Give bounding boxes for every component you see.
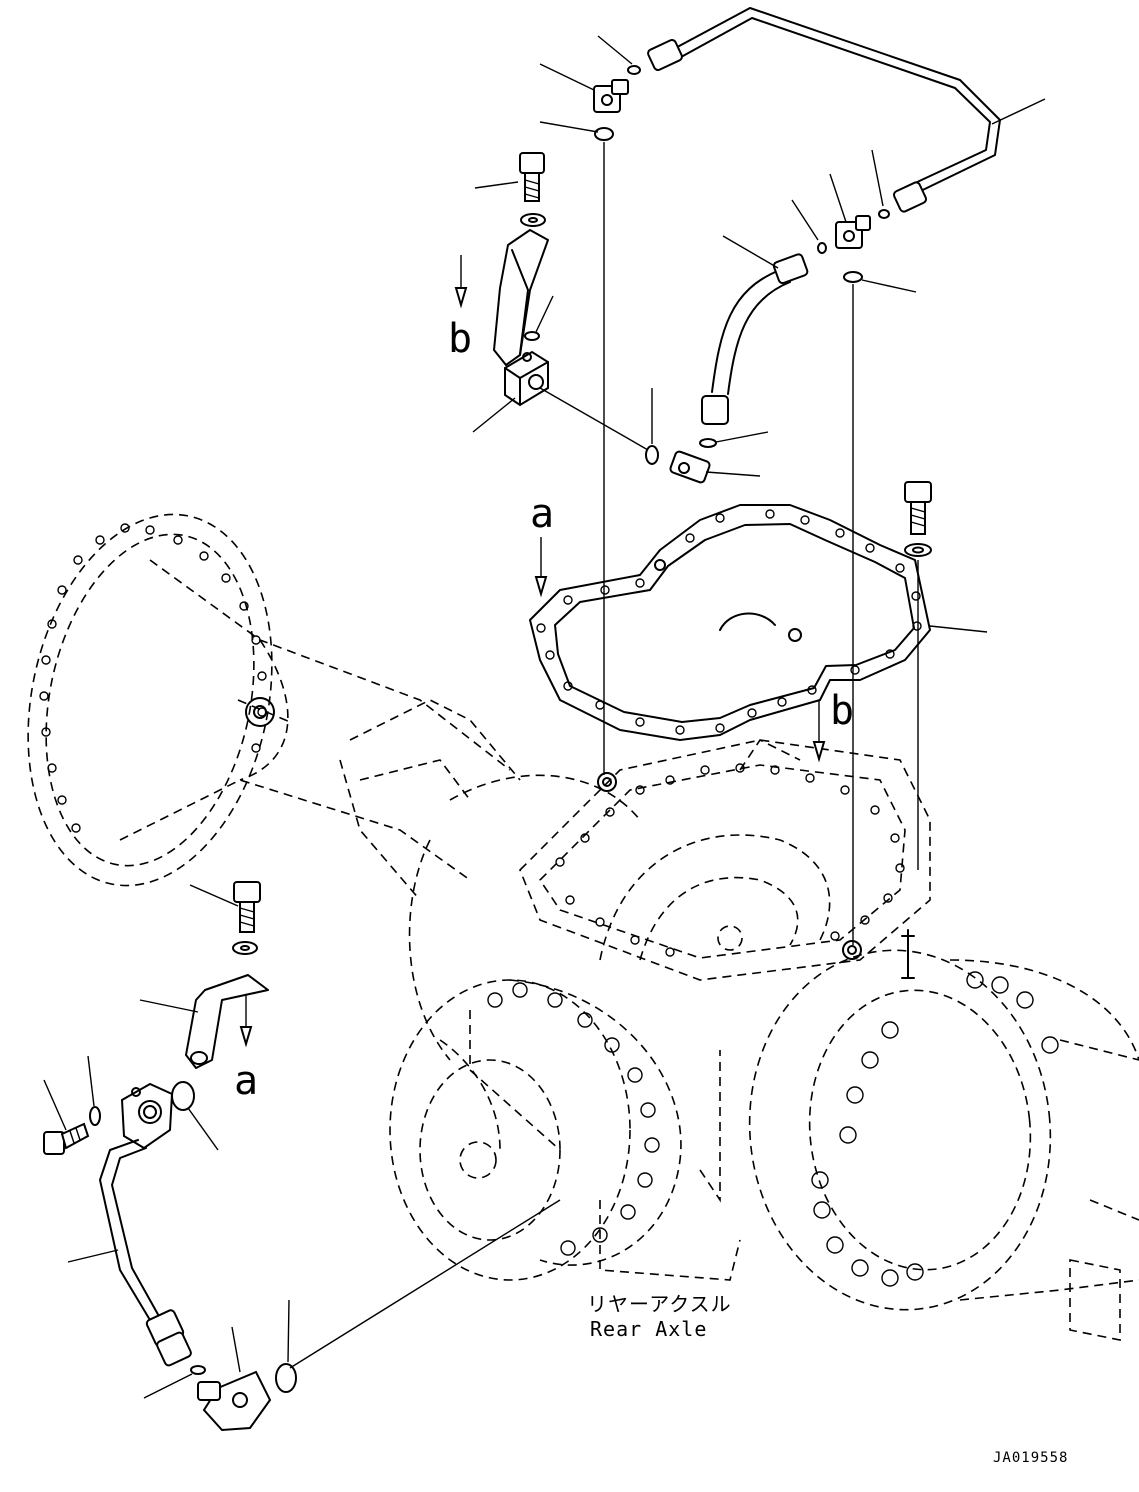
upper-tube: [647, 7, 1001, 213]
gasket-bolt: [904, 481, 932, 535]
flange-washer-lower: [89, 1106, 101, 1126]
flange-block-lower: [120, 1082, 174, 1150]
brake-housing-left: [389, 979, 741, 1281]
differential-housing: [359, 738, 931, 1151]
breather-plug: [237, 697, 291, 727]
lower-elbow: [197, 1370, 272, 1432]
o-ring-bracket: [524, 331, 540, 341]
cover-plate-gasket: [529, 504, 931, 741]
axle-housing-left: [27, 513, 521, 901]
bracket-washer-upper: [520, 213, 546, 227]
housing-bolt-holes: [555, 763, 905, 957]
gasket-bolt-washer: [904, 543, 932, 557]
arrow-b-upper: [454, 255, 468, 309]
callout-b-housing: b: [830, 688, 854, 734]
bracket-upper: [493, 229, 549, 366]
o-rings-upper: [594, 65, 890, 283]
bracket-bolt-lower: [233, 881, 261, 933]
lower-tube: [99, 1139, 192, 1367]
brake-housing-right: [748, 949, 1139, 1341]
upper-vertical-guide-lines: [603, 142, 854, 945]
brake-hub-bolts-right: [811, 971, 1059, 1287]
callout-b-upper: b: [448, 316, 472, 362]
leader-lines: [43, 35, 1046, 1399]
middle-hose: [701, 253, 809, 425]
o-rings-lower: [171, 1081, 561, 1393]
gasket-bolt-holes: [536, 509, 922, 735]
connector-block-upper: [504, 350, 649, 451]
arrow-a-gasket: [534, 537, 548, 598]
middle-elbow-lower: [669, 450, 711, 484]
housing-fitting-ports: [597, 772, 915, 979]
o-rings-middle: [645, 438, 717, 465]
arrow-b-housing: [812, 700, 826, 763]
upper-elbow-right: [835, 215, 871, 249]
brake-hub-bolts-left: [487, 982, 660, 1256]
bracket-lower: [185, 974, 269, 1069]
drawing-number: JA019558: [993, 1450, 1068, 1466]
bracket-washer-lower: [232, 941, 258, 955]
callout-a-lower: a: [234, 1058, 258, 1104]
bracket-bolt-upper: [519, 152, 545, 202]
flange-bolt-lower: [43, 1122, 90, 1155]
upper-elbow-left: [593, 79, 629, 113]
caption-en: Rear Axle: [590, 1317, 707, 1341]
arrow-a-lower: [239, 995, 253, 1048]
axle-flange-bolt-holes: [39, 523, 267, 833]
callout-a-gasket: a: [530, 491, 554, 537]
caption-jp: リヤーアクスル: [587, 1292, 732, 1316]
